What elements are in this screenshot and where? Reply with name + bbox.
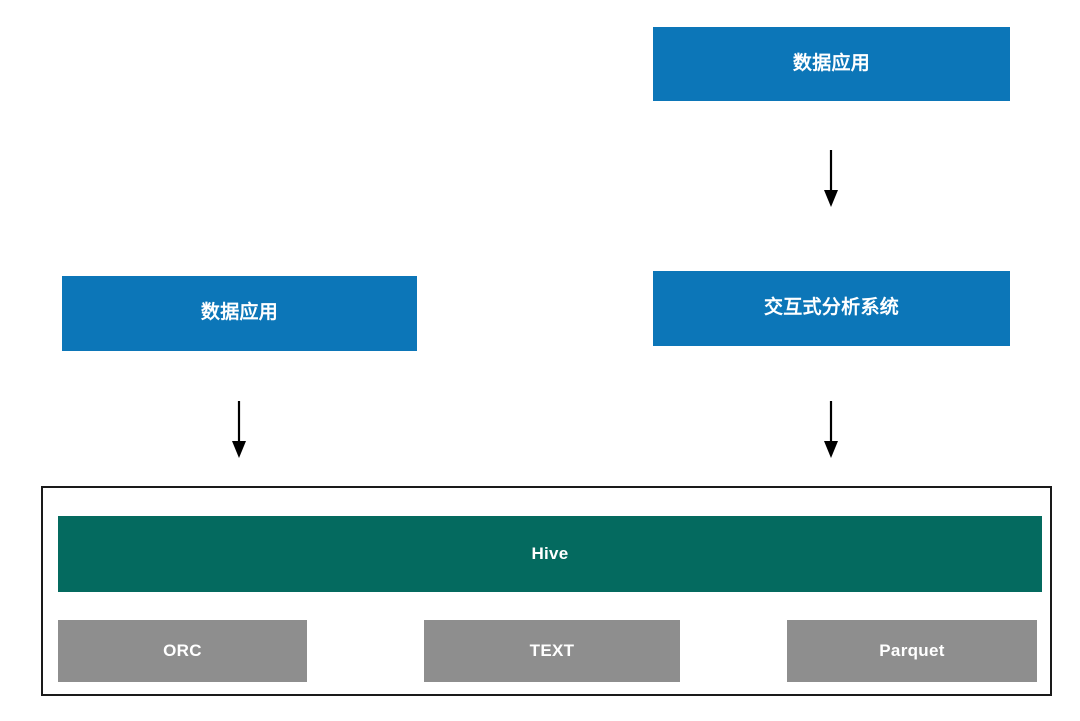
node-hive[interactable]: Hive bbox=[58, 516, 1042, 592]
arrow-down-app-top-to-interactive bbox=[819, 150, 843, 208]
node-label: Hive bbox=[531, 543, 569, 563]
node-label: 数据应用 bbox=[792, 52, 871, 74]
node-data-application-top[interactable]: 数据应用 bbox=[653, 27, 1010, 101]
node-label: 数据应用 bbox=[200, 302, 279, 324]
node-label: TEXT bbox=[529, 640, 575, 660]
node-label: 交互式分析系统 bbox=[763, 297, 900, 319]
node-format-parquet[interactable]: Parquet bbox=[787, 620, 1037, 682]
arrow-down-app-left-to-hive bbox=[227, 401, 251, 459]
hive-platform-container bbox=[41, 486, 1052, 696]
arrow-down-icon bbox=[824, 150, 838, 207]
node-data-application-left[interactable]: 数据应用 bbox=[62, 276, 417, 351]
node-label: Parquet bbox=[879, 640, 945, 660]
node-format-text[interactable]: TEXT bbox=[424, 620, 680, 682]
arrow-down-interactive-to-hive bbox=[819, 401, 843, 459]
node-format-orc[interactable]: ORC bbox=[58, 620, 307, 682]
node-label: ORC bbox=[163, 640, 202, 660]
arrow-down-icon bbox=[232, 401, 246, 458]
node-interactive-analysis-system[interactable]: 交互式分析系统 bbox=[653, 271, 1010, 346]
arrow-down-icon bbox=[824, 401, 838, 458]
